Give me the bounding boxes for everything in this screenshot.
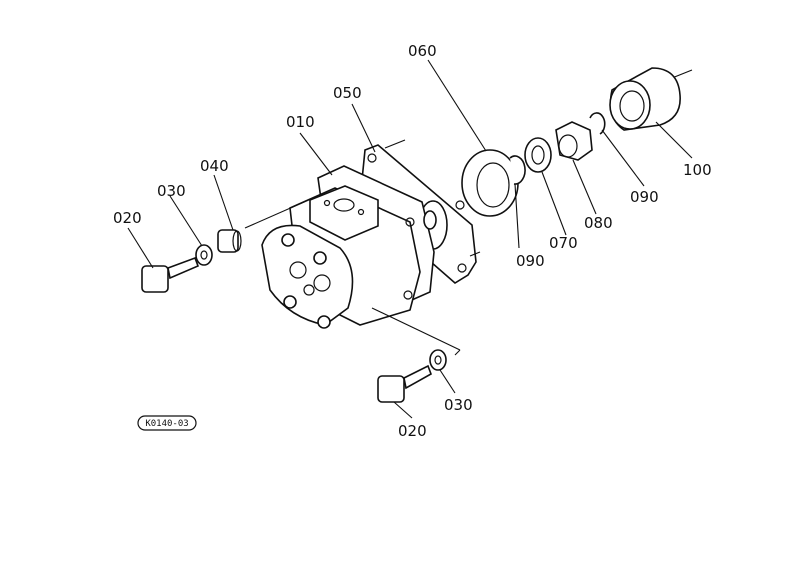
label-030-lower: 030 — [444, 396, 473, 414]
label-090-right: 090 — [630, 188, 659, 206]
assembly-axis-lines — [244, 69, 693, 356]
coupling-100 — [609, 67, 681, 131]
snap-ring-090-left — [509, 155, 526, 185]
bolt-020-upper — [141, 256, 200, 293]
label-050: 050 — [333, 84, 362, 102]
label-080: 080 — [584, 214, 613, 232]
leader-lines — [127, 59, 693, 419]
nut-080 — [555, 121, 593, 161]
label-060: 060 — [408, 42, 437, 60]
label-010: 010 — [286, 113, 315, 131]
diagram-code-badge: K0140-03 — [137, 415, 197, 431]
washer-070 — [524, 137, 552, 173]
spacer-040 — [217, 229, 242, 253]
washer-030-upper — [195, 244, 213, 266]
bolt-020-lower — [377, 364, 432, 403]
label-040: 040 — [200, 157, 229, 175]
pump-body-010 — [261, 165, 437, 329]
washer-030-lower — [429, 349, 447, 371]
label-070: 070 — [549, 234, 578, 252]
oil-seal-060 — [461, 149, 519, 217]
label-020-lower: 020 — [398, 422, 427, 440]
label-020-upper: 020 — [113, 209, 142, 227]
label-090-left: 090 — [516, 252, 545, 270]
label-100: 100 — [683, 161, 712, 179]
label-030-upper: 030 — [157, 182, 186, 200]
diagram-code: K0140-03 — [145, 419, 188, 429]
